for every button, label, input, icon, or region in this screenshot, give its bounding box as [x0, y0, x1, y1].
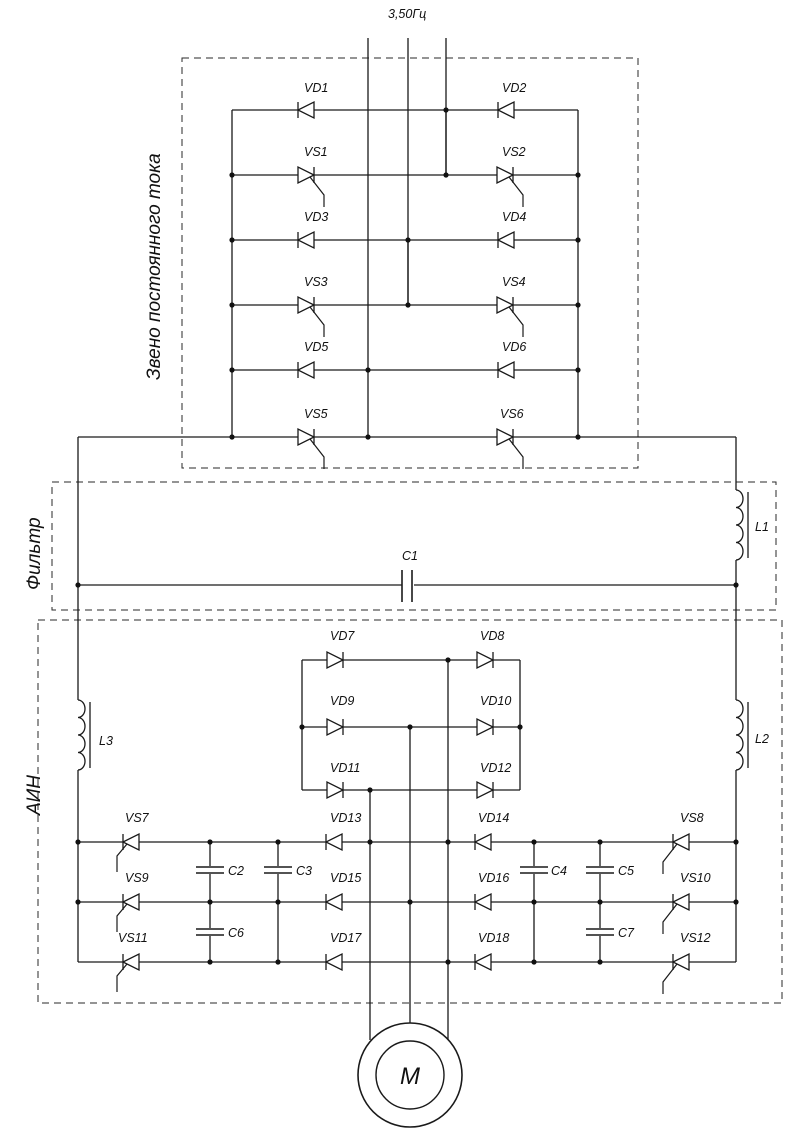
motor-label: М	[400, 1063, 420, 1090]
c2-gap	[196, 866, 224, 874]
c3-gap	[264, 866, 292, 874]
label-vs6: VS6	[500, 407, 524, 421]
c4-gap	[520, 866, 548, 874]
label-vd6: VD6	[502, 340, 526, 354]
diode-vd13-icon	[325, 833, 343, 851]
inverter-block-outline	[37, 619, 783, 1004]
label-vs11: VS11	[118, 931, 148, 945]
label-vd8: VD8	[480, 629, 504, 643]
inductor-l1-icon	[735, 489, 744, 561]
label-vs8: VS8	[680, 811, 704, 825]
bridge-junctions	[299, 657, 523, 793]
label-c1: C1	[402, 549, 418, 563]
thyristor-vs5-icon	[297, 428, 325, 470]
inductor-l3-icon	[77, 699, 86, 771]
label-l2: L2	[755, 732, 769, 746]
label-c7: C7	[618, 926, 635, 940]
diode-vd6-icon	[497, 361, 515, 379]
label-vd17: VD17	[330, 931, 362, 945]
label-vs7: VS7	[125, 811, 150, 825]
label-vs1: VS1	[304, 145, 328, 159]
diode-vd11-icon	[326, 781, 344, 799]
diode-vd3-icon	[297, 231, 315, 249]
diode-vd14-icon	[474, 833, 492, 851]
label-vs2: VS2	[502, 145, 526, 159]
diode-vd5-icon	[297, 361, 315, 379]
diode-vd1-icon	[297, 101, 315, 119]
thyristor-vs9-icon	[116, 893, 140, 933]
label-vd5: VD5	[304, 340, 328, 354]
c6-gap	[196, 928, 224, 936]
inductor-l2-icon	[735, 699, 744, 771]
diode-vd2-icon	[497, 101, 515, 119]
diode-vd8-icon	[476, 651, 494, 669]
supply-label: 3,50Гц	[388, 7, 426, 21]
label-vd9: VD9	[330, 694, 354, 708]
rectifier-rails	[231, 109, 579, 438]
dc-link-title: Звено постоянного тока	[144, 153, 165, 380]
supply-lines	[367, 38, 447, 437]
inverter-title: АИН	[24, 775, 45, 816]
inverter-rows	[78, 841, 736, 963]
label-l3: L3	[99, 734, 113, 748]
label-vd15: VD15	[330, 871, 361, 885]
label-vs3: VS3	[304, 275, 328, 289]
thyristor-vs6-icon	[496, 428, 524, 470]
diode-vd17-icon	[325, 953, 343, 971]
diode-vd16-icon	[474, 893, 492, 911]
diode-vd7-icon	[326, 651, 344, 669]
inverter-junctions	[75, 839, 739, 965]
dc-bus	[75, 436, 739, 962]
diode-bridge-wires	[301, 659, 521, 1040]
diode-vd4-icon	[497, 231, 515, 249]
label-vd14: VD14	[478, 811, 509, 825]
c7-gap	[586, 928, 614, 936]
label-vd18: VD18	[478, 931, 509, 945]
thyristor-vs12-icon	[662, 953, 690, 995]
label-vd3: VD3	[304, 210, 328, 224]
rectifier-junctions	[229, 107, 581, 440]
thyristor-vs1-icon	[297, 166, 325, 208]
diode-vd10-icon	[476, 718, 494, 736]
label-vs4: VS4	[502, 275, 526, 289]
label-vd2: VD2	[502, 81, 526, 95]
label-vd12: VD12	[480, 761, 511, 775]
motor-icon	[357, 1022, 463, 1128]
thyristor-vs7-icon	[116, 833, 140, 873]
label-vs10: VS10	[680, 871, 711, 885]
c5-gap	[586, 866, 614, 874]
diode-vd9-icon	[326, 718, 344, 736]
thyristor-vs11-icon	[116, 953, 140, 993]
thyristor-vs4-icon	[496, 296, 524, 338]
label-vd13: VD13	[330, 811, 361, 825]
diode-vd18-icon	[474, 953, 492, 971]
capacitor-c1-icon	[401, 570, 413, 602]
diode-vd15-icon	[325, 893, 343, 911]
label-vd1: VD1	[304, 81, 328, 95]
thyristor-vs8-icon	[662, 833, 690, 875]
label-vs9: VS9	[125, 871, 149, 885]
diode-vd12-icon	[476, 781, 494, 799]
label-vd10: VD10	[480, 694, 511, 708]
label-l1: L1	[755, 520, 769, 534]
thyristor-vs10-icon	[662, 893, 690, 935]
thyristor-vs2-icon	[496, 166, 524, 208]
label-vd4: VD4	[502, 210, 526, 224]
label-c4: C4	[551, 864, 567, 878]
label-vd7: VD7	[330, 629, 355, 643]
label-vd11: VD11	[330, 761, 360, 775]
label-vs12: VS12	[680, 931, 711, 945]
label-c3: C3	[296, 864, 312, 878]
filter-title: Фильтр	[24, 517, 45, 590]
label-vd16: VD16	[478, 871, 509, 885]
filter-block-outline	[51, 481, 777, 611]
thyristor-vs3-icon	[297, 296, 325, 338]
label-c2: C2	[228, 864, 244, 878]
dc-link-block-outline	[181, 57, 639, 469]
label-vs5: VS5	[304, 407, 328, 421]
label-c6: C6	[228, 926, 244, 940]
label-c5: C5	[618, 864, 634, 878]
